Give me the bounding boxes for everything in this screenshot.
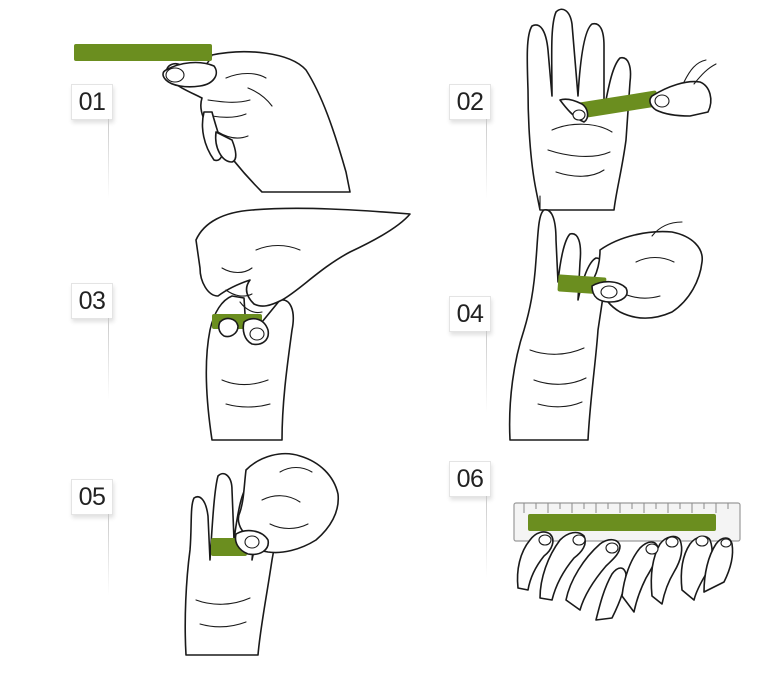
step-05-label: 05 — [71, 479, 113, 515]
step-05-illustration — [184, 452, 340, 656]
measuring-strip — [74, 44, 212, 61]
step-05-leader-line — [108, 514, 109, 596]
step-02-leader-line — [486, 119, 487, 199]
measuring-strip — [528, 514, 716, 531]
step-01-leader-line — [108, 119, 109, 199]
step-06-illustration — [513, 502, 741, 621]
step-04-illustration — [508, 209, 703, 441]
step-01-label: 01 — [71, 84, 113, 120]
step-03-label: 03 — [71, 283, 113, 319]
ruler-ticks — [523, 503, 729, 513]
step-04-leader-line — [486, 331, 487, 413]
step-01-illustration — [74, 44, 351, 193]
step-03-leader-line — [108, 318, 109, 400]
step-04-label: 04 — [449, 296, 491, 332]
step-02-illustration — [526, 8, 717, 211]
measuring-strip — [571, 90, 659, 120]
step-06-label: 06 — [449, 461, 491, 497]
step-02-label: 02 — [449, 84, 491, 120]
step-03-illustration — [195, 207, 411, 441]
step-06-leader-line — [486, 496, 487, 578]
